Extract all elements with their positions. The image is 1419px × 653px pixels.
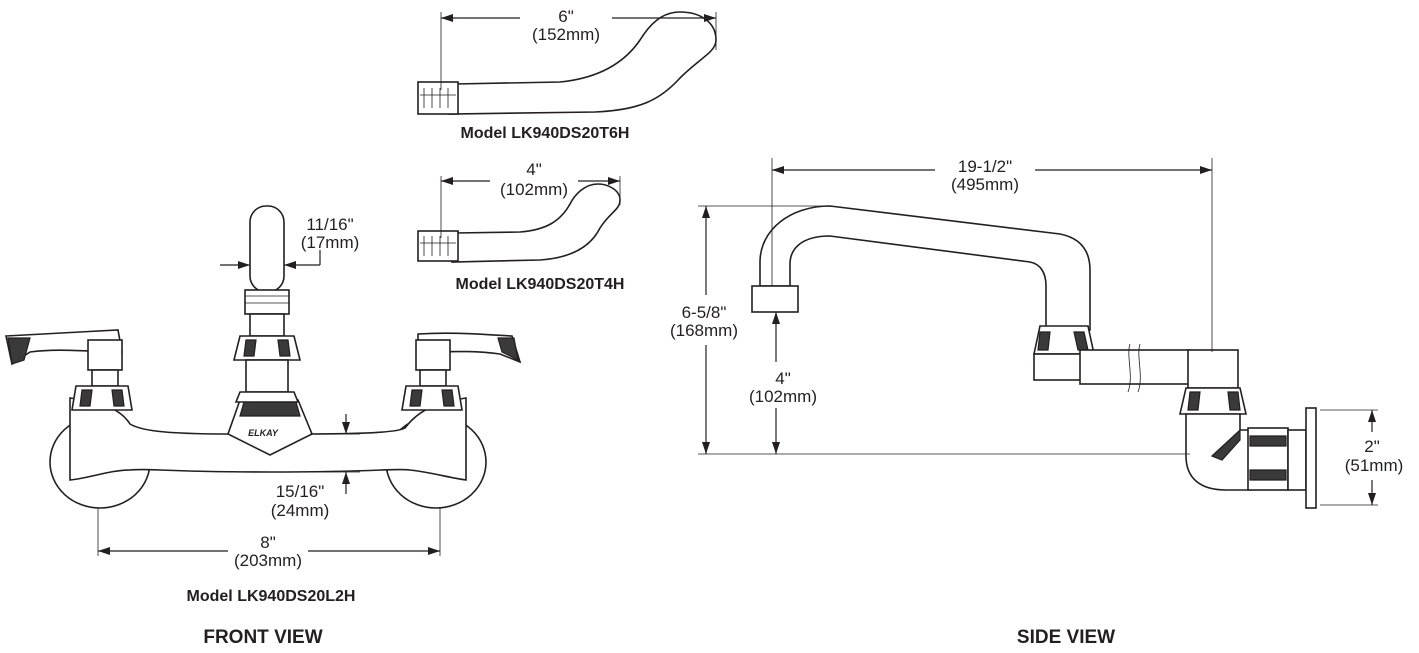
flange-dim-in: 2": [1364, 437, 1380, 456]
spout-6in-drawing: [417, 11, 717, 115]
clearance-dim-in: 4": [775, 369, 791, 388]
stem-dim-in: 11/16": [306, 215, 353, 234]
spout-4in-dimension: [440, 176, 621, 238]
reach-dim-in: 19-1/2": [958, 157, 1012, 176]
spout-4in-dim-in: 4": [526, 160, 542, 179]
body-dim-mm: (24mm): [271, 501, 330, 520]
body-dim-in: 15/16": [276, 482, 325, 501]
spout-6in-model: Model LK940DS20T6H: [461, 125, 630, 142]
height-dim-in: 6-5/8": [682, 303, 727, 322]
spout-6in-dim-in: 6": [558, 7, 574, 26]
side-view-title: SIDE VIEW: [1017, 627, 1115, 648]
faucet-front-drawing: [5, 205, 522, 509]
spout-6in-dim-mm: (152mm): [532, 25, 600, 44]
spout-4in-model: Model LK940DS20T4H: [456, 276, 625, 293]
spout-6in-dimension: [440, 12, 717, 90]
centers-dim-mm: (203mm): [234, 551, 302, 570]
faucet-side-drawing: [751, 205, 1317, 509]
brand-logo-text: ELKAY: [248, 428, 279, 438]
front-dimensions: [97, 250, 441, 556]
clearance-dim-mm: (102mm): [749, 387, 817, 406]
spout-4in-drawing: [417, 183, 621, 263]
centers-dim-in: 8": [260, 533, 276, 552]
front-model-label: Model LK940DS20L2H: [187, 588, 356, 605]
spout-4in-dim-mm: (102mm): [500, 180, 568, 199]
flange-dim-mm: (51mm): [1345, 456, 1404, 475]
reach-dim-mm: (495mm): [951, 175, 1019, 194]
height-dim-mm: (168mm): [670, 321, 738, 340]
side-dimensions: [698, 158, 1378, 506]
stem-dim-mm: (17mm): [301, 233, 360, 252]
front-view-title: FRONT VIEW: [203, 627, 322, 648]
